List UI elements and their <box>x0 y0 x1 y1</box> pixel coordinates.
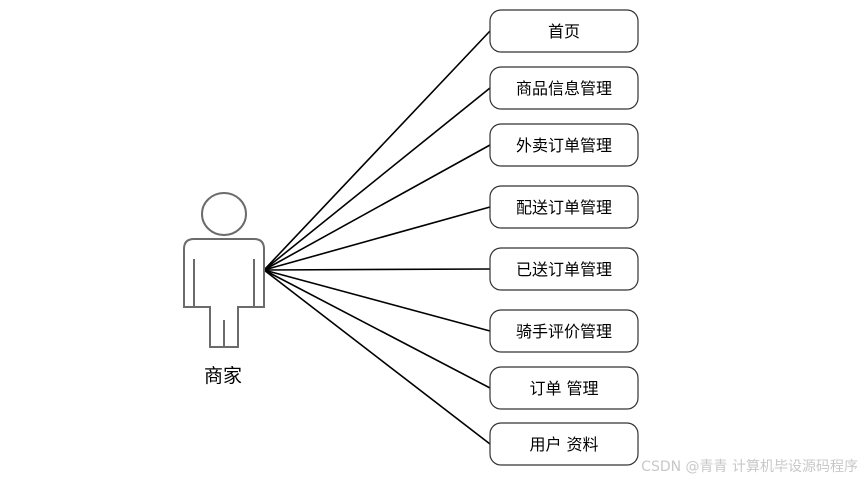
use-case-label: 已送订单管理 <box>516 260 612 279</box>
use-case-box <box>489 9 639 53</box>
use-case-node: 订单 管理 <box>489 366 639 410</box>
use-case-box <box>489 422 639 466</box>
use-case-node: 外卖订单管理 <box>489 123 639 167</box>
use-case-box <box>489 123 639 167</box>
use-case-box <box>489 309 639 353</box>
connector-line <box>263 30 491 271</box>
use-case-node: 已送订单管理 <box>489 247 639 291</box>
connector-line <box>263 269 491 389</box>
use-case-node: 商品信息管理 <box>489 66 639 110</box>
connector-line <box>263 268 491 271</box>
connector-line <box>263 269 491 332</box>
use-case-label: 首页 <box>548 22 580 41</box>
use-case-box <box>489 247 639 291</box>
use-case-label: 外卖订单管理 <box>516 136 612 155</box>
use-case-label: 用户 资料 <box>529 435 598 454</box>
use-case-node: 骑手评价管理 <box>489 309 639 353</box>
connector-line <box>263 87 491 271</box>
connector-line <box>263 144 491 271</box>
connector-line <box>263 269 491 445</box>
use-case-label: 骑手评价管理 <box>516 322 612 341</box>
actor-label: 商家 <box>204 365 242 387</box>
actor-body <box>183 238 265 348</box>
actor-merchant: 商家 <box>183 192 265 387</box>
use-case-label: 配送订单管理 <box>516 198 612 217</box>
connector-line <box>263 206 491 271</box>
use-case-label: 商品信息管理 <box>516 79 612 98</box>
use-case-node: 首页 <box>489 9 639 53</box>
use-case-box <box>489 185 639 229</box>
connectors <box>263 30 491 445</box>
watermark: CSDN @青青 计算机毕设源码程序 <box>641 459 858 475</box>
use-case-node: 配送订单管理 <box>489 185 639 229</box>
use-case-label: 订单 管理 <box>529 379 598 398</box>
actor-head <box>201 192 247 236</box>
use-case-node: 用户 资料 <box>489 422 639 466</box>
use-case-box <box>489 366 639 410</box>
use-case-box <box>489 66 639 110</box>
